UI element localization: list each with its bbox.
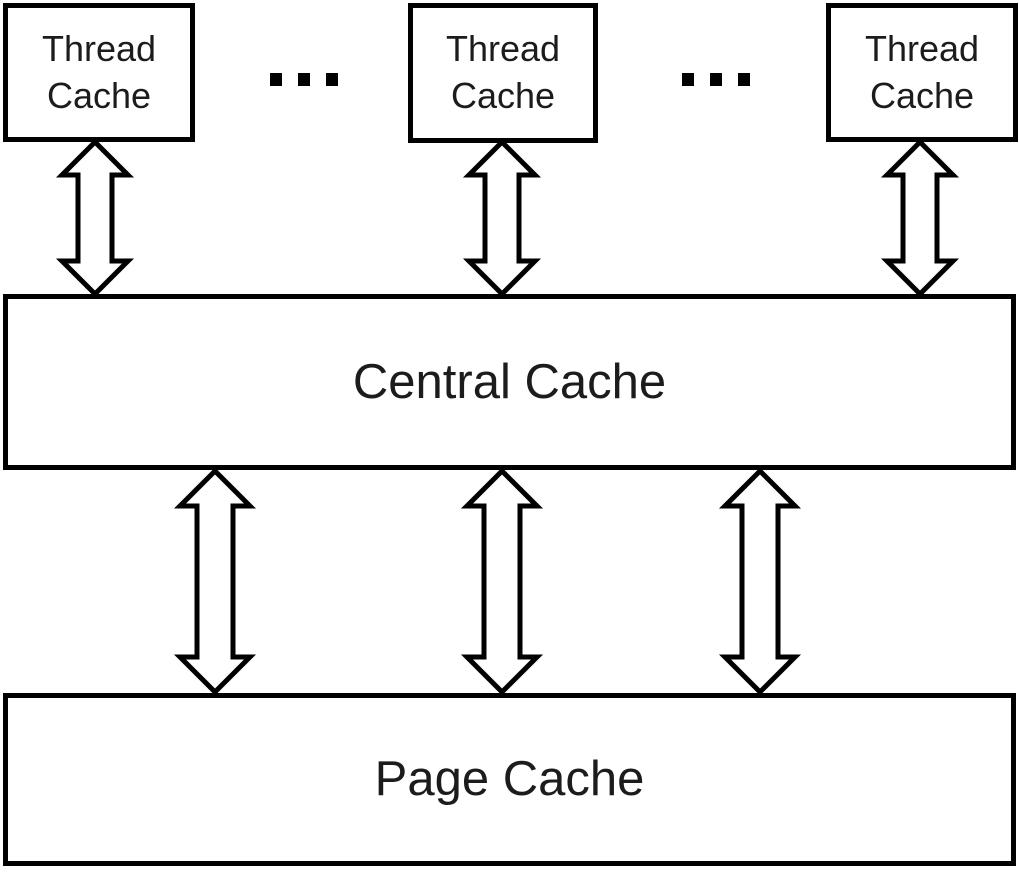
ellipsis-dots-icon	[270, 73, 338, 86]
page-cache-label: Page Cache	[374, 752, 645, 807]
thread-cache-box-2: Thread Cache	[408, 3, 598, 143]
double-headed-arrow-icon	[55, 138, 135, 298]
dot	[326, 73, 338, 86]
page-cache-box: Page Cache	[3, 693, 1016, 866]
double-headed-arrow-icon	[173, 467, 257, 696]
central-cache-label: Central Cache	[352, 354, 667, 409]
central-cache-box: Central Cache	[3, 294, 1016, 470]
double-headed-arrow-icon	[462, 138, 542, 298]
dot	[738, 73, 750, 86]
thread-cache-label: Thread Cache	[41, 27, 157, 116]
double-headed-arrow-icon	[880, 138, 960, 298]
dot	[270, 73, 282, 86]
double-headed-arrow-icon	[718, 467, 802, 696]
dot	[682, 73, 694, 86]
dot	[710, 73, 722, 86]
dot	[298, 73, 310, 86]
double-headed-arrow-icon	[460, 467, 544, 696]
thread-cache-box-3: Thread Cache	[826, 3, 1018, 142]
ellipsis-dots-icon	[682, 73, 750, 86]
thread-cache-box-1: Thread Cache	[3, 3, 195, 142]
thread-cache-label: Thread Cache	[864, 27, 980, 116]
thread-cache-label: Thread Cache	[445, 28, 561, 116]
